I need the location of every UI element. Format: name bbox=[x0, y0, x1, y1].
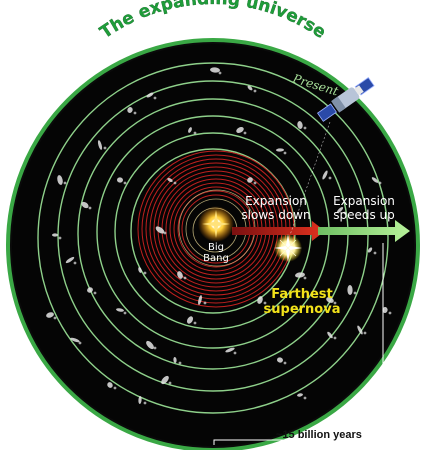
speeds-up-label-line1: Expansion bbox=[333, 194, 395, 208]
galaxy bbox=[117, 177, 127, 185]
speeds-up-label-line2: speeds up bbox=[333, 208, 395, 222]
galaxy bbox=[173, 357, 182, 365]
galaxy bbox=[186, 316, 197, 325]
hubble-telescope-icon bbox=[317, 76, 375, 122]
galaxy bbox=[276, 148, 287, 155]
galaxy bbox=[295, 272, 307, 280]
supernova-star-icon bbox=[274, 234, 302, 262]
galaxy bbox=[138, 396, 147, 405]
slows-down-label-line1: Expansion bbox=[245, 194, 307, 208]
galaxy bbox=[161, 375, 172, 385]
supernova-label-line1: Farthest bbox=[271, 287, 333, 302]
slows-down-arrow bbox=[232, 221, 325, 241]
galaxy bbox=[70, 337, 82, 345]
galaxy bbox=[107, 382, 117, 390]
galaxy bbox=[371, 177, 382, 185]
galaxy bbox=[347, 285, 357, 295]
galaxy-field bbox=[46, 67, 392, 405]
galaxy bbox=[367, 247, 377, 255]
timescale-bracket bbox=[213, 243, 384, 445]
supernova-label-line2: supernova bbox=[264, 302, 341, 317]
galaxy bbox=[57, 175, 67, 185]
galaxy bbox=[297, 393, 307, 400]
big-bang-burst-icon bbox=[198, 206, 234, 242]
galaxy bbox=[167, 177, 177, 185]
galaxy bbox=[146, 340, 157, 350]
galaxy bbox=[326, 297, 337, 305]
galaxy bbox=[322, 170, 332, 180]
galaxy bbox=[87, 287, 97, 295]
galaxy bbox=[188, 127, 197, 135]
galaxy bbox=[277, 357, 287, 365]
galaxy bbox=[146, 92, 157, 100]
galaxy bbox=[138, 267, 147, 275]
galaxy bbox=[210, 67, 222, 75]
galaxy bbox=[327, 331, 337, 340]
big-bang-label-line2: Bang bbox=[203, 253, 229, 264]
big-bang-label-line1: Big bbox=[208, 242, 224, 253]
galaxy bbox=[52, 233, 62, 240]
galaxy bbox=[357, 325, 367, 335]
galaxy bbox=[257, 296, 267, 305]
slows-down-label-line2: slows down bbox=[241, 208, 310, 222]
galaxy bbox=[336, 206, 347, 215]
title: The expanding universe bbox=[97, 0, 330, 43]
galaxy bbox=[155, 226, 167, 235]
galaxy bbox=[247, 177, 257, 185]
timescale-label: ~15 billion years bbox=[276, 429, 362, 441]
galaxy bbox=[382, 307, 392, 315]
galaxy bbox=[247, 85, 257, 93]
speeds-up-arrow bbox=[318, 220, 410, 242]
galaxy bbox=[198, 295, 207, 305]
galaxy bbox=[177, 271, 187, 280]
galaxy bbox=[81, 201, 92, 210]
galaxy bbox=[225, 347, 237, 355]
galaxy bbox=[65, 256, 77, 265]
galaxy bbox=[116, 308, 127, 315]
galaxy bbox=[236, 127, 247, 135]
galaxy bbox=[127, 107, 137, 115]
galaxy bbox=[46, 312, 57, 320]
galaxy bbox=[297, 121, 307, 130]
galaxy bbox=[97, 140, 107, 150]
